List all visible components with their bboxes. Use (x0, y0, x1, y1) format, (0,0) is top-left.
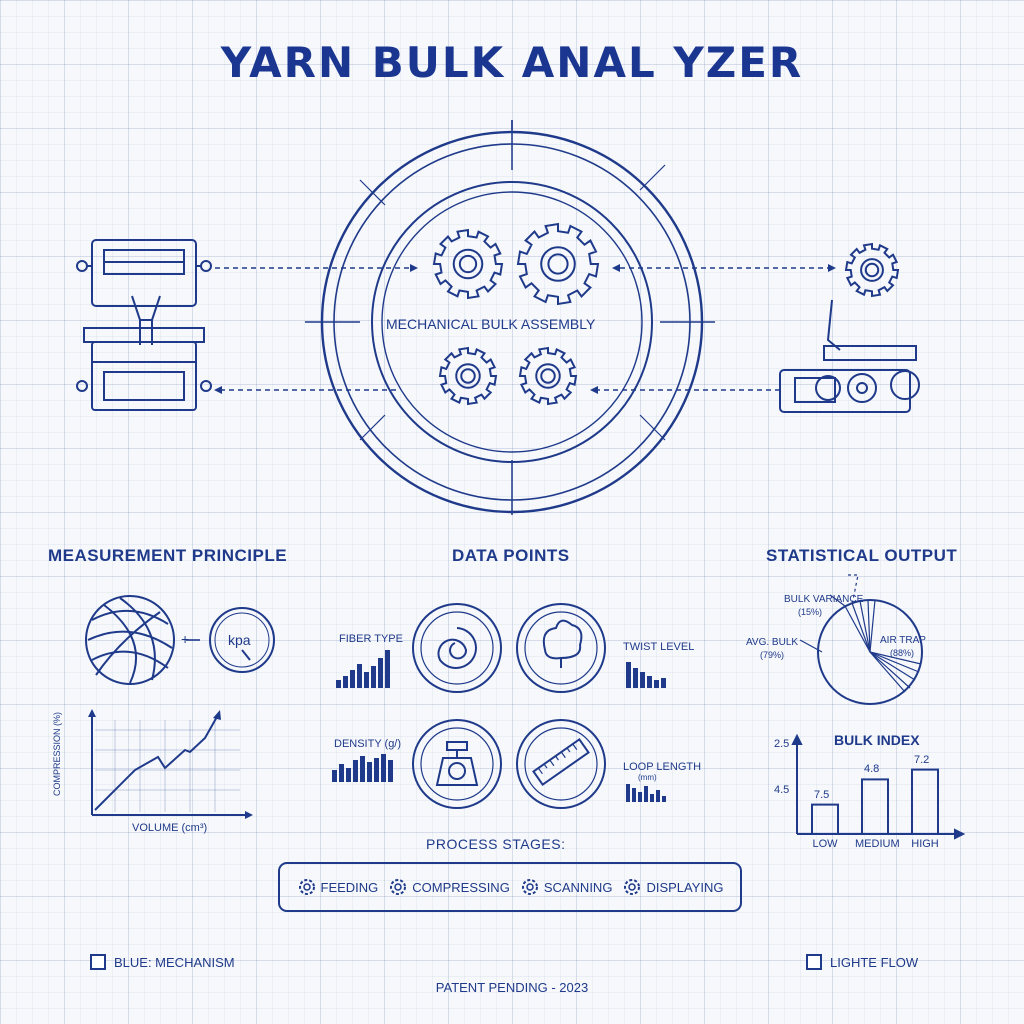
pie-pct-air-trap: (88%) (890, 648, 915, 658)
pie-label-air-trap: AIR TRAP (880, 635, 926, 646)
bar-value-label: 7.5 (814, 788, 830, 801)
loop-unit-label: (mm) (638, 773, 657, 782)
legend-flow: LIGHTE FLOW (806, 954, 918, 970)
gear-hub (458, 254, 478, 274)
gear-icon (390, 879, 407, 895)
pie-pct-bulk-variance: (15%) (798, 607, 823, 617)
stage-label: SCANNING (543, 879, 613, 895)
legend-label: LIGHTE FLOW (830, 954, 919, 970)
process-stages-title: PROCESS STAGES: (426, 836, 566, 852)
gear-icon (624, 879, 641, 895)
bulk-index-title: BULK INDEX (834, 732, 920, 748)
legend-swatch (90, 954, 106, 970)
bar-high (911, 768, 939, 835)
section-measurement-title: MEASUREMENT PRINCIPLE (48, 546, 288, 565)
pie-label-bulk-variance: BULK VARIANCE (784, 594, 864, 605)
gear-hub (540, 246, 576, 282)
stage-feeding: FEEDING (297, 877, 379, 897)
page-title: YARN BULK ANAL YZER (220, 38, 804, 87)
stage-label: DISPLAYING (646, 879, 724, 895)
footer-text: PATENT PENDING - 2023 (435, 980, 589, 995)
gear-icon (298, 879, 315, 895)
stage-displaying: DISPLAYING (622, 877, 724, 897)
pressure-gauge-icon (209, 607, 275, 673)
gear-cart-machine (779, 299, 920, 413)
bar-value-label: 7.2 (914, 753, 930, 766)
stage-label: COMPRESSING (412, 879, 510, 895)
gear-icon (432, 228, 504, 300)
gear-icon (518, 346, 578, 406)
section-statistical-title: STATISTICAL OUTPUT (766, 546, 958, 565)
compression-chart (88, 709, 253, 819)
volume-axis-label: VOLUME (cm³) (132, 822, 208, 834)
legend-label: BLUE: MECHANISM (114, 954, 235, 970)
bar-category-label: MEDIUM (855, 838, 900, 850)
pie-chart (799, 574, 923, 705)
y-tick-label: 2.5 (774, 738, 790, 750)
bulk-index-bars (811, 768, 939, 836)
legend-mechanism: BLUE: MECHANISM (90, 954, 235, 970)
plus-sign: + (181, 631, 190, 647)
gear-icon (844, 242, 900, 298)
legend-swatch (806, 954, 822, 970)
bar-medium (861, 778, 889, 836)
bar-category-label: HIGH (911, 838, 939, 850)
density-label: DENSITY (g/) (334, 738, 402, 750)
section-data-points-title: DATA POINTS (452, 546, 570, 565)
stage-scanning: SCANNING (520, 877, 613, 897)
bar-low (811, 803, 839, 835)
gear-icon (438, 346, 498, 406)
ruler-ticks (537, 743, 578, 775)
gauge-text: kpa (228, 632, 251, 648)
gear-hub (535, 363, 561, 389)
gear-hub (860, 258, 884, 282)
gear-hub (547, 253, 569, 275)
central-assembly (305, 120, 715, 515)
stage-compressing: COMPRESSING (388, 877, 510, 897)
stage-label: FEEDING (320, 879, 379, 895)
connector-lines (215, 267, 828, 391)
gear-icon (521, 879, 538, 895)
data-point-icons (412, 603, 606, 809)
process-stages-panel: FEEDING COMPRESSING SCANNING DISPLAYING (278, 862, 742, 912)
connector-arrows (214, 264, 836, 394)
compression-axis-label: COMPRESSION (%) (52, 711, 62, 796)
fiber-type-label: FIBER TYPE (339, 633, 403, 645)
loop-length-label: LOOP LENGTH (623, 761, 702, 773)
gear-hub (452, 248, 484, 280)
gear-hub (455, 363, 481, 389)
center-label: MECHANICAL BULK ASSEMBLY (386, 316, 596, 332)
gear-hub (864, 262, 880, 278)
gear-hub (540, 368, 556, 384)
pie-pct-avg-bulk: (79%) (760, 650, 785, 660)
bar-category-label: LOW (812, 838, 838, 850)
twist-level-label: TWIST LEVEL (623, 641, 695, 653)
gear-icon (516, 222, 600, 306)
yarn-ball-icon (85, 595, 175, 685)
gear-icon (432, 222, 900, 406)
gear-hub (460, 368, 476, 384)
y-tick-label: 4.5 (774, 784, 790, 796)
pie-label-avg-bulk: AVG. BULK (746, 637, 799, 648)
yarn-press-machine (76, 239, 212, 411)
bar-value-label: 4.8 (864, 763, 880, 776)
mini-bars (332, 650, 666, 802)
